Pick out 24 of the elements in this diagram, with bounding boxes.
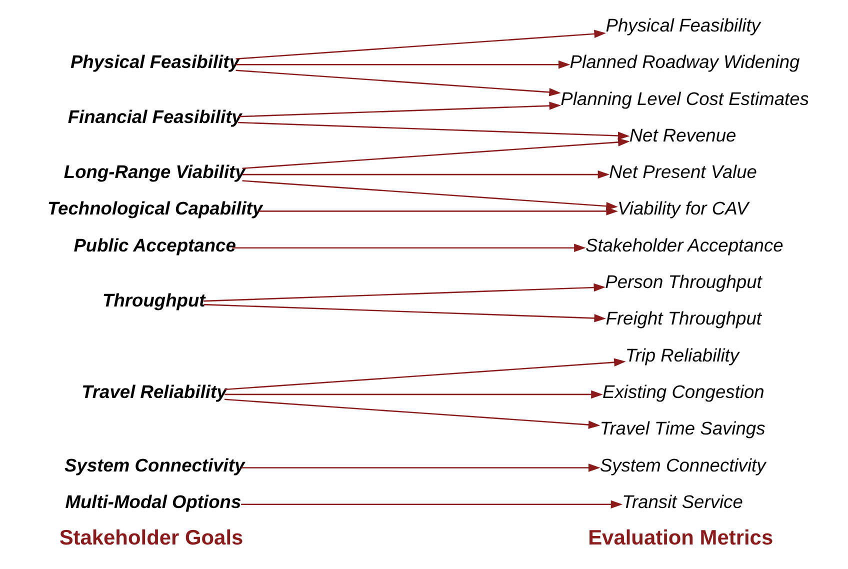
node-text: Technological Capability (47, 198, 262, 219)
node-text: System Connectivity (599, 454, 766, 476)
node-text: Long-Range Viability (63, 161, 245, 182)
node-text: Net Present Value (608, 161, 757, 182)
label: Stakeholder Goals (58, 526, 243, 550)
node-text: Trip Reliability (624, 344, 739, 366)
node-text: Physical Feasibility (70, 51, 239, 72)
node-text: Travel Time Savings (599, 418, 765, 439)
node-text: Viability for CAV (617, 198, 748, 219)
label: Evaluation Metrics (588, 526, 773, 550)
node-text: Financial Feasibility (67, 106, 242, 128)
node-text: Net Revenue (628, 124, 736, 146)
node-text: Multi-Modal Options (64, 490, 241, 512)
node-text: Planned Roadway Widening (569, 51, 800, 72)
node-text: Person Throughput (604, 271, 762, 292)
node-text: Transit Service (622, 490, 742, 512)
node-text: Stakeholder Acceptance (584, 234, 783, 256)
node-text: Existing Congestion (602, 380, 764, 402)
node-text: Physical Feasibility (605, 14, 760, 36)
node-text: Public Acceptance (73, 234, 236, 256)
node-text: Throughput (102, 289, 205, 310)
node-text: System Connectivity (64, 454, 244, 476)
node-text: Travel Reliability (81, 380, 226, 402)
node-text: Freight Throughput (605, 308, 762, 329)
